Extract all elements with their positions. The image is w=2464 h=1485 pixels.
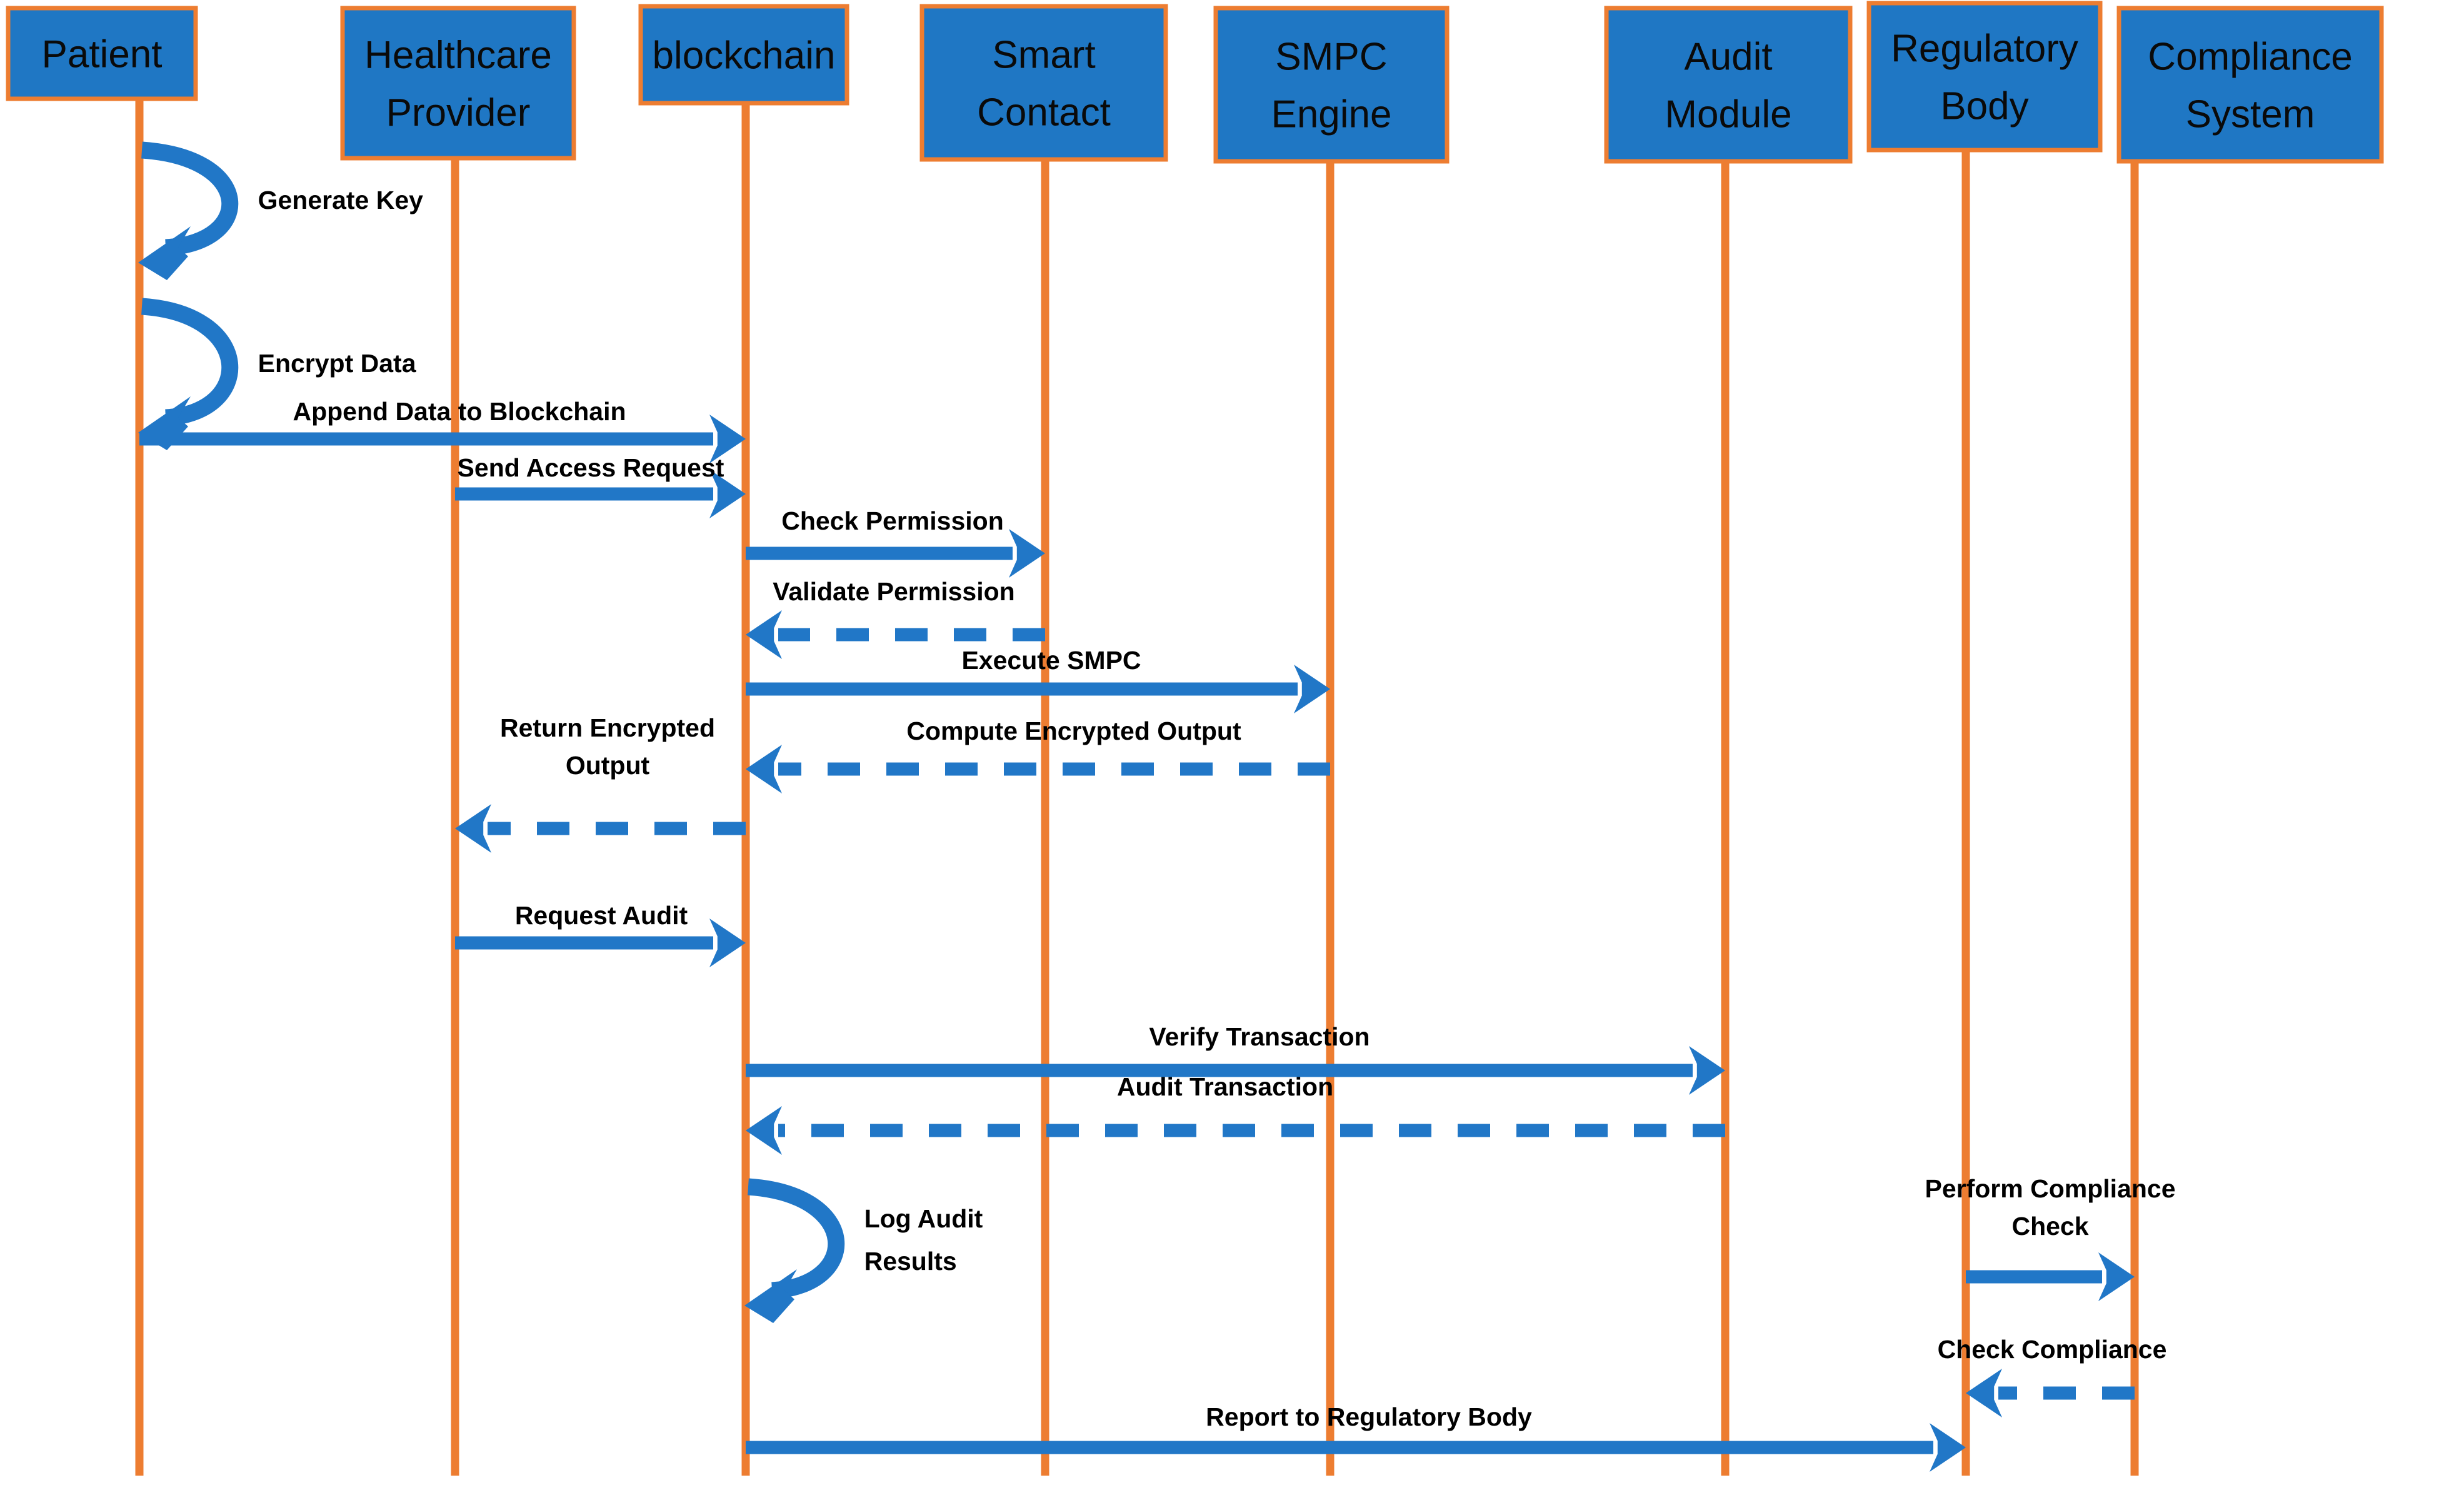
message-label-m8: Compute Encrypted Output — [906, 717, 1241, 745]
actor-label-provider: Provider — [386, 91, 531, 134]
actor-box-provider[interactable] — [340, 6, 576, 161]
message-m15[interactable] — [1966, 1369, 2135, 1417]
message-m9[interactable] — [455, 804, 746, 853]
message-arrowhead-m4 — [709, 470, 746, 518]
message-m5[interactable] — [746, 529, 1045, 578]
message-arrowhead-m16 — [1930, 1423, 1966, 1472]
message-m12[interactable] — [746, 1106, 1725, 1155]
self-loop-arc-m2 — [141, 298, 239, 426]
actor-box-regulatory[interactable] — [1866, 1, 2103, 153]
actor-box-compliance[interactable] — [2116, 6, 2384, 164]
message-m13[interactable] — [744, 1178, 845, 1323]
message-label-m2: Encrypt Data — [258, 349, 417, 378]
actor-patient[interactable]: Patient — [6, 6, 198, 101]
actor-label-regulatory: Regulatory — [1891, 28, 2078, 71]
message-m4[interactable] — [455, 470, 746, 518]
actor-box-smart[interactable] — [919, 4, 1168, 162]
actor-box-patient[interactable] — [6, 6, 198, 101]
message-arrowhead-m7 — [1294, 665, 1330, 713]
message-label-m7: Execute SMPC — [961, 646, 1141, 675]
actor-label-audit: Module — [1665, 93, 1791, 136]
actor-label-provider: Healthcare — [364, 34, 552, 77]
message-arrowhead-m12 — [746, 1106, 782, 1155]
message-m14[interactable] — [1966, 1252, 2135, 1301]
message-label-m5: Check Permission — [781, 506, 1004, 535]
message-label-m12: Audit Transaction — [1117, 1072, 1333, 1101]
self-loop-arc-m1 — [141, 141, 239, 256]
lifelines-layer — [135, 95, 2139, 1476]
message-label-m4: Send Access Request — [458, 453, 724, 482]
actor-label-smart: Smart — [992, 34, 1095, 77]
message-label-m3: Append Data to Blockchain — [293, 397, 626, 426]
message-m6[interactable] — [746, 610, 1045, 659]
message-label-m10: Request Audit — [515, 901, 688, 930]
self-loop-arrowhead-m13 — [744, 1269, 797, 1323]
actor-label-regulatory: Body — [1940, 85, 2028, 128]
actor-label-smart: Contact — [977, 91, 1111, 134]
self-loop-arrowhead-m1 — [138, 226, 191, 280]
message-arrowhead-m11 — [1689, 1046, 1725, 1095]
message-label-m13: Results — [864, 1247, 957, 1276]
message-m7[interactable] — [746, 665, 1330, 713]
actor-label-smpc: SMPC — [1275, 36, 1387, 79]
message-arrowhead-m3 — [709, 415, 746, 463]
message-m16[interactable] — [746, 1423, 1966, 1472]
message-m1[interactable] — [138, 141, 239, 280]
message-label-m16: Report to Regulatory Body — [1206, 1402, 1532, 1431]
message-arrowhead-m5 — [1009, 529, 1045, 578]
message-label-m15: Check Compliance — [1938, 1335, 2167, 1364]
message-m10[interactable] — [455, 919, 746, 967]
message-arrowhead-m6 — [746, 610, 782, 659]
messages-layer — [138, 141, 2135, 1472]
message-label-m9: Return Encrypted — [500, 713, 715, 742]
message-label-m14: Perform Compliance — [1925, 1174, 2176, 1203]
message-m11[interactable] — [746, 1046, 1725, 1095]
message-label-m6: Validate Permission — [773, 577, 1014, 606]
actor-label-compliance: System — [2186, 93, 2315, 136]
actor-box-smpc[interactable] — [1213, 6, 1450, 164]
message-arrowhead-m15 — [1966, 1369, 2002, 1417]
self-loop-arc-m13 — [748, 1178, 845, 1299]
message-arrowhead-m9 — [455, 804, 491, 853]
actor-blockchain[interactable]: blockchain — [638, 4, 849, 106]
message-label-m11: Verify Transaction — [1149, 1022, 1370, 1051]
message-label-m9: Output — [566, 751, 650, 780]
message-m2[interactable] — [138, 298, 239, 450]
message-m8[interactable] — [746, 745, 1330, 793]
actor-box-audit[interactable] — [1604, 6, 1853, 164]
actor-label-patient: Patient — [41, 33, 162, 76]
actor-smpc[interactable]: SMPC Engine — [1213, 6, 1450, 164]
message-label-m14: Check — [2011, 1212, 2088, 1241]
actor-label-smpc: Engine — [1271, 93, 1391, 136]
message-arrowhead-m14 — [2098, 1252, 2135, 1301]
message-m3[interactable] — [139, 415, 746, 463]
actor-box-blockchain[interactable] — [638, 4, 849, 106]
message-arrowhead-m8 — [746, 745, 782, 793]
message-arrowhead-m10 — [709, 919, 746, 967]
actor-label-compliance: Compliance — [2148, 36, 2352, 79]
message-label-m13: Log Audit — [864, 1204, 983, 1233]
actor-label-audit: Audit — [1684, 36, 1772, 79]
actor-label-blockchain: blockchain — [653, 34, 836, 78]
message-label-m1: Generate Key — [258, 186, 424, 214]
